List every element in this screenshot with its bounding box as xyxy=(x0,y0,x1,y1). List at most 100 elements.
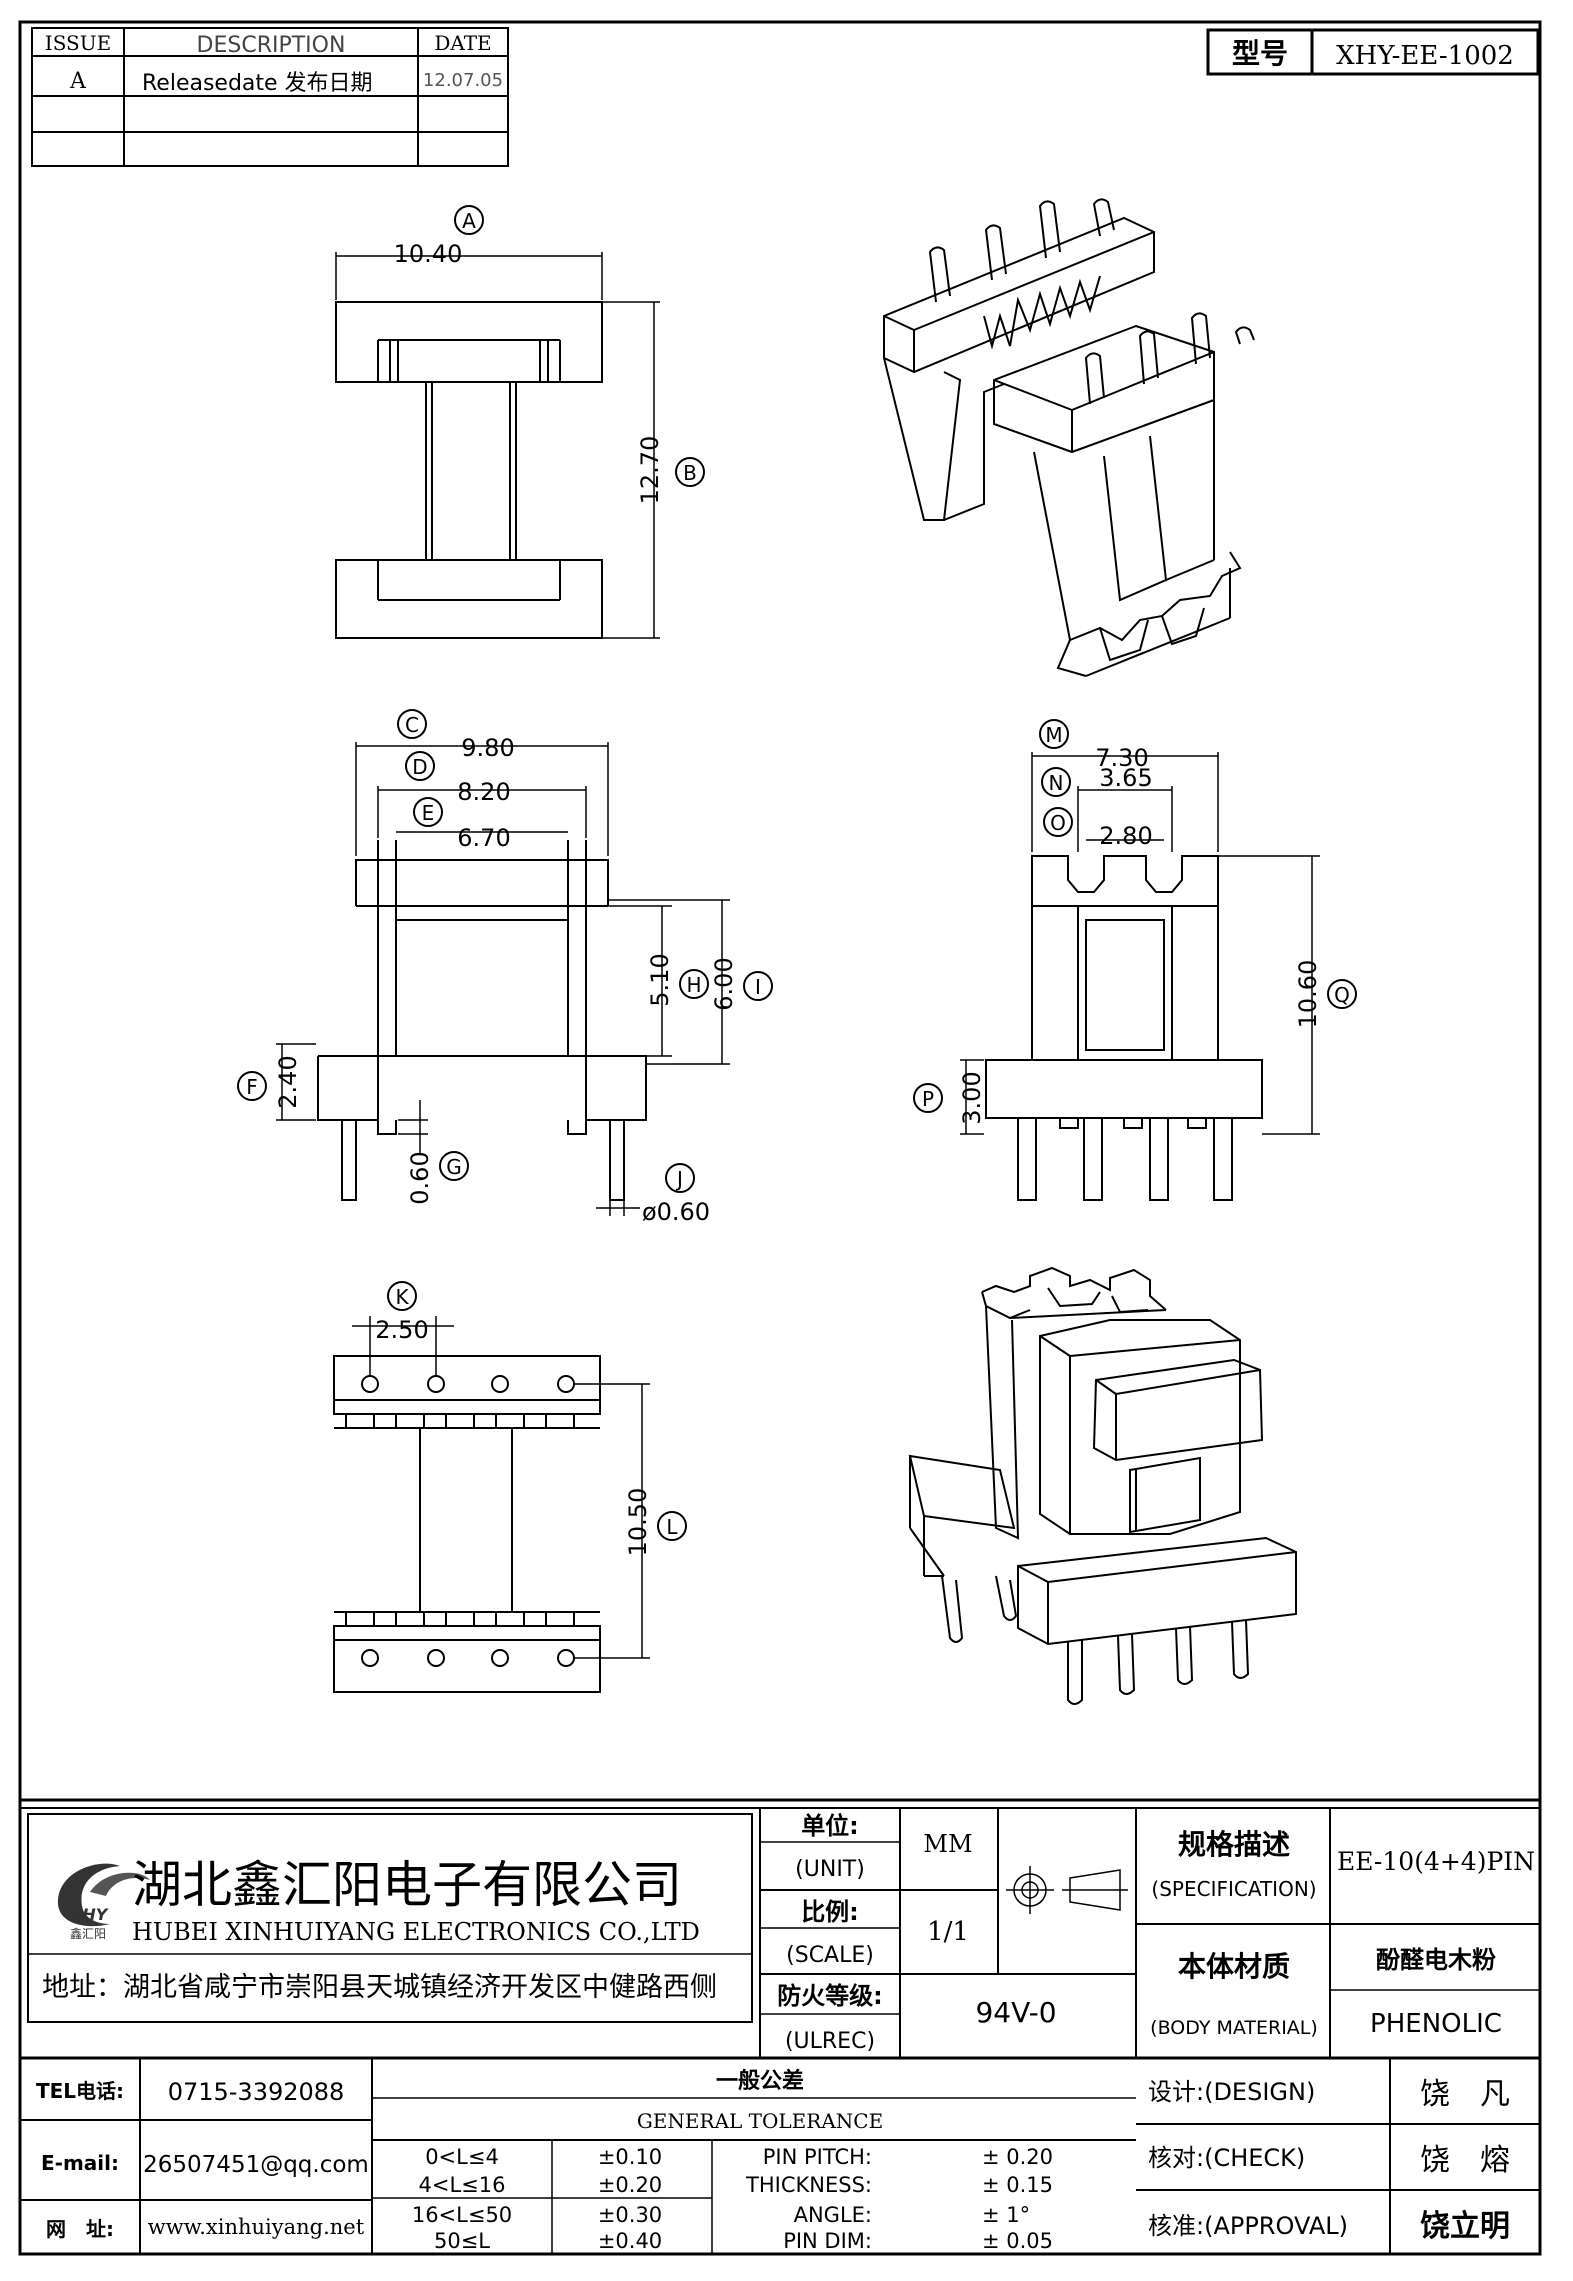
rev-header-date: DATE xyxy=(434,31,491,55)
fire-label-cn: 防火等级: xyxy=(777,1982,883,2010)
dim-label-circle-j xyxy=(665,1163,695,1193)
dim-value-h: 5.10 xyxy=(646,953,674,1006)
spec-label-en: (SPECIFICATION) xyxy=(1151,1877,1316,1901)
unit-value: MM xyxy=(923,1830,972,1858)
dim-label-j: J xyxy=(675,1167,683,1191)
tol-item-1: THICKNESS: xyxy=(745,2173,872,2197)
check-name: 饶 熔 xyxy=(1420,2143,1510,2178)
spec-label-cn: 规格描述 xyxy=(1178,1828,1290,1861)
dim-value-n: 3.65 xyxy=(1099,764,1152,792)
dim-label-circle-d xyxy=(405,751,435,781)
dim-value-k: 2.50 xyxy=(375,1316,428,1344)
web-label: 网 址: xyxy=(46,2217,114,2241)
dim-label-b: B xyxy=(683,461,697,485)
dim-label-g: G xyxy=(446,1155,462,1179)
material-value-cn: 酚醛电木粉 xyxy=(1376,1946,1496,1974)
material-value-en: PHENOLIC xyxy=(1370,2009,1502,2039)
dim-label-circle-f xyxy=(237,1071,267,1101)
tol-item-3: PIN DIM: xyxy=(783,2229,872,2253)
dim-label-circle-a xyxy=(454,205,484,235)
material-label-en: (BODY MATERIAL) xyxy=(1150,2017,1318,2039)
dim-label-circle-g xyxy=(439,1151,469,1181)
dim-value-f: 2.40 xyxy=(274,1055,302,1108)
bottom-iso-front-pins xyxy=(1067,1619,1250,1705)
tol-range-1: 4<L≤16 xyxy=(419,2173,506,2197)
revision-table: ISSUE DESCRIPTION DATE A Releasedate 发布日… xyxy=(31,27,509,167)
dim-label-circle-k xyxy=(387,1281,417,1311)
end-view: M 7.30 N 3.65 O 2.80 10.60 Q 3.00 P xyxy=(913,719,1357,1201)
bottom-slots-bottom xyxy=(345,1611,575,1627)
tol-value-2: ±0.30 xyxy=(598,2203,662,2227)
dim-label-f: F xyxy=(246,1075,258,1099)
tol-itemval-0: ± 0.20 xyxy=(982,2145,1053,2169)
check-label: 核对:(CHECK) xyxy=(1148,2144,1305,2172)
fire-label-en: (ULREC) xyxy=(785,2029,875,2054)
dim-label-i: I xyxy=(755,975,761,999)
approval-name: 饶立明 xyxy=(1420,2209,1510,2244)
tel-label: TEL电话: xyxy=(36,2079,124,2103)
tol-value-3: ±0.40 xyxy=(598,2229,662,2253)
spec-value: EE-10(4+4)PIN xyxy=(1337,1847,1535,1876)
fire-value: 94V-0 xyxy=(975,1996,1056,2029)
back-pins xyxy=(928,198,1115,303)
dim-label-a: A xyxy=(462,209,476,233)
bottom-view: K 2.50 10.50 L xyxy=(333,1281,687,1693)
front-view-top: A 10.40 12.70 B xyxy=(335,205,705,639)
dim-value-j: ø0.60 xyxy=(642,1198,710,1226)
approval-label: 核准:(APPROVAL) xyxy=(1148,2212,1348,2240)
email-label: E-mail: xyxy=(41,2151,119,2175)
tol-itemval-2: ± 1° xyxy=(982,2203,1030,2227)
dim-label-c: C xyxy=(405,713,419,737)
front-pins xyxy=(1084,312,1255,405)
rev-row-issue: A xyxy=(69,69,87,94)
company-logo: XHY 鑫汇阳 xyxy=(57,1863,150,1941)
dim-value-b: 12.70 xyxy=(636,436,664,505)
dim-label-circle-p xyxy=(913,1083,943,1113)
dim-label-circle-m xyxy=(1039,719,1069,749)
dim-label-d: D xyxy=(412,755,427,779)
email-value: 26507451@qq.com xyxy=(143,2152,369,2178)
projection-symbol-icon xyxy=(1006,1866,1128,1914)
tol-range-3: 50≤L xyxy=(434,2229,490,2253)
web-value: www.xinhuiyang.net xyxy=(148,2215,365,2239)
logo-sub: 鑫汇阳 xyxy=(70,1926,106,1941)
tol-range-0: 0<L≤4 xyxy=(425,2145,499,2169)
design-name: 饶 凡 xyxy=(1420,2077,1510,2112)
tol-value-1: ±0.20 xyxy=(598,2173,662,2197)
dim-label-q: Q xyxy=(1334,983,1350,1007)
company-box xyxy=(27,1813,753,2023)
dim-label-h: H xyxy=(686,973,701,997)
side-pin-right xyxy=(609,1119,625,1201)
dim-label-circle-c xyxy=(397,709,427,739)
outer-frame xyxy=(18,20,1542,2256)
unit-label-en: (UNIT) xyxy=(795,1857,865,1882)
dim-label-e: E xyxy=(422,801,435,825)
unit-label-cn: 单位: xyxy=(801,1812,859,1840)
pin-holes-bottom xyxy=(361,1649,575,1667)
dim-value-m: 7.30 xyxy=(1095,744,1148,772)
tel-value: 0715-3392088 xyxy=(168,2078,345,2106)
tol-range-2: 16<L≤50 xyxy=(412,2203,512,2227)
dim-label-m: M xyxy=(1045,723,1062,747)
dim-value-c: 9.80 xyxy=(461,734,514,762)
isometric-view-top xyxy=(883,198,1255,677)
dim-label-n: N xyxy=(1049,771,1064,795)
dim-label-circle-h xyxy=(679,969,709,999)
dim-label-p: P xyxy=(922,1087,934,1111)
dim-value-p: 3.00 xyxy=(958,1071,986,1124)
logo-text: XHY xyxy=(69,1905,109,1924)
dim-value-a: 10.40 xyxy=(394,240,463,268)
tol-item-0: PIN PITCH: xyxy=(763,2145,872,2169)
dim-value-l: 10.50 xyxy=(624,1488,652,1557)
dim-value-q: 10.60 xyxy=(1294,960,1322,1029)
rev-row-date: 12.07.05 xyxy=(423,70,503,91)
side-pin-left xyxy=(341,1119,357,1201)
bottom-slots-top xyxy=(345,1413,575,1429)
dim-label-circle-o xyxy=(1043,807,1073,837)
title-block: XHY 鑫汇阳 湖北鑫汇阳电子有限公司 HUBEI XINHUIYANG ELE… xyxy=(20,1807,1540,2254)
pin-holes-top xyxy=(361,1375,575,1393)
rev-row-description: Releasedate 发布日期 xyxy=(142,71,373,96)
tolerance-title-en: GENERAL TOLERANCE xyxy=(637,2109,883,2133)
company-name-cn: 湖北鑫汇阳电子有限公司 xyxy=(132,1856,682,1914)
company-address: 地址：湖北省咸宁市崇阳县天城镇经济开发区中健路西侧 xyxy=(42,1972,717,2003)
